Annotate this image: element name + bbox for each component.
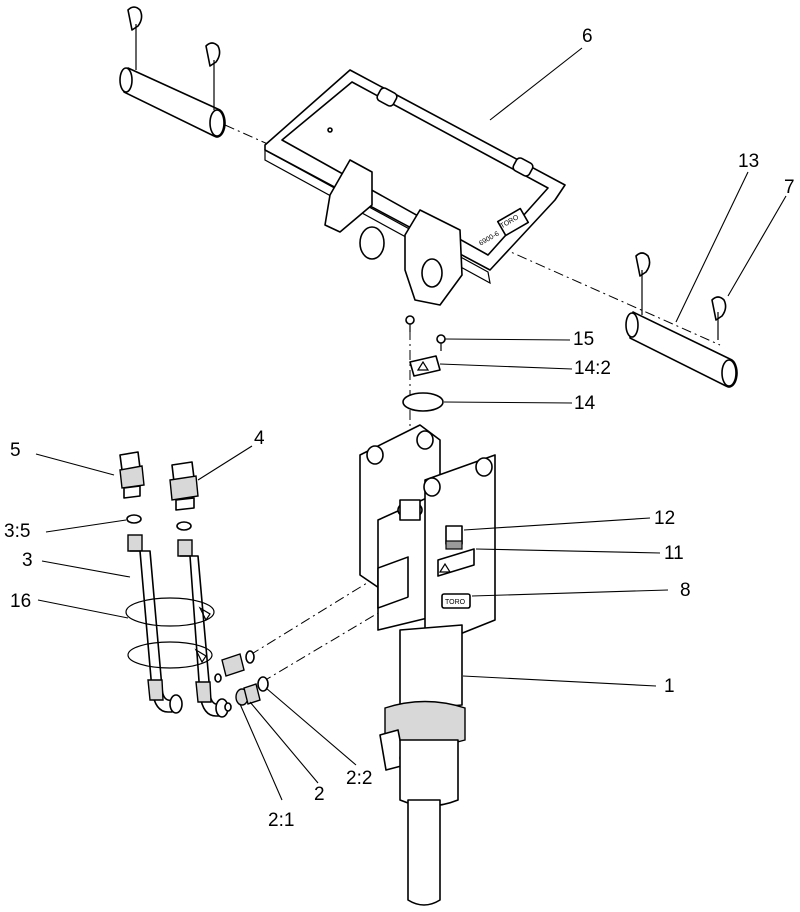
callout-8: 8 [680,580,691,601]
hitch-pin-left [119,6,226,138]
callout-7: 7 [784,177,795,198]
leader-lines [35,47,787,801]
callout-1: 1 [664,676,675,697]
callout-3: 3 [22,550,33,571]
callout-2: 2 [314,784,325,805]
callout-16: 16 [10,591,31,612]
callout-2-1: 2:1 [268,810,294,831]
hitch-bracket: TORO 6900-6 [264,69,566,306]
callout-2-2: 2:2 [346,768,372,789]
callout-14-2: 14:2 [574,358,611,379]
callout-5: 5 [10,440,21,461]
fittings [214,650,269,712]
callout-14: 14 [574,393,596,414]
callout-13: 13 [738,151,759,172]
callout-15: 15 [573,329,594,350]
callout-labels: 6 13 7 15 14:2 14 5 4 3:5 3 16 12 11 8 1… [4,26,795,831]
callout-12: 12 [654,508,675,529]
hydraulic-hoses [125,534,229,718]
top-cap-parts [402,315,446,412]
quick-couplers [119,451,199,531]
callout-6: 6 [582,26,593,47]
callout-3-5: 3:5 [4,521,30,542]
hitch-pin-right [625,252,738,388]
callout-4: 4 [254,428,265,449]
mounting-post: TORO [359,424,496,906]
callout-11: 11 [664,543,684,564]
post-logo-text: TORO [445,599,466,606]
